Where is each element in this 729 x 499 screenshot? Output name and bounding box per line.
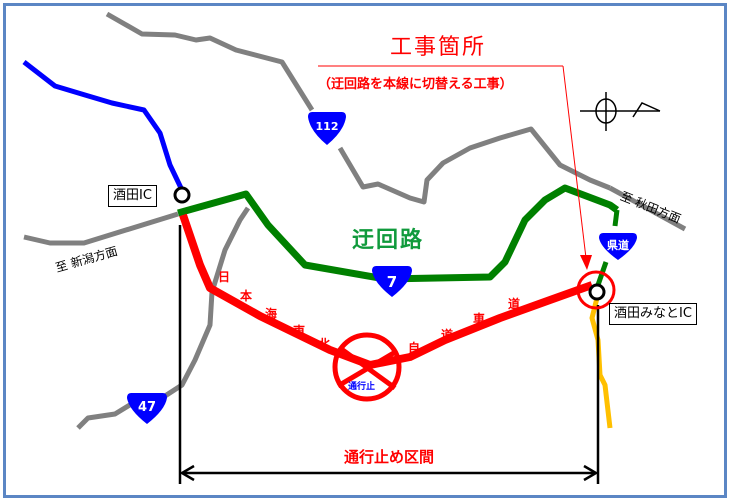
- expressway-char: 自: [408, 341, 421, 355]
- shield-r112: [308, 112, 346, 145]
- construction-site-title: 工事箇所: [390, 35, 487, 60]
- callout-arrowhead: [580, 255, 592, 270]
- sakata-ic-label: 酒田IC: [108, 185, 157, 207]
- closed-mark-circle: [332, 332, 402, 402]
- shield-r112-label: 112: [315, 120, 339, 133]
- sakata-minato-ic-marker: [588, 283, 606, 301]
- construction-site-subtitle: （迂回路を本線に切替える工事）: [318, 77, 513, 92]
- road-akita: [608, 185, 687, 232]
- closed-section-label: 通行止め区間: [340, 450, 439, 465]
- road-r112-north: [105, 11, 315, 112]
- shield-r7-label: 7: [386, 273, 398, 291]
- expressway-char: 東: [293, 324, 306, 338]
- road-r47: [163, 206, 251, 399]
- shield-r47-label: 47: [137, 400, 157, 415]
- expressway-char: 車: [473, 312, 486, 326]
- expressway-char: 道: [508, 297, 521, 311]
- shield-prefectural-label: 県道: [607, 239, 629, 252]
- sakata-minato-ic-label: 酒田みなとIC: [609, 303, 697, 325]
- shield-prefectural: [599, 233, 637, 260]
- detour-road: [177, 184, 620, 283]
- north-arrow-icon: [580, 92, 661, 131]
- detour-label: 迂回路: [352, 228, 425, 253]
- construction-site-circle: [576, 270, 616, 310]
- expressway-char: 日: [218, 270, 231, 284]
- expressway-char: 道: [441, 328, 454, 342]
- closed-mark-label: 通行止: [348, 382, 376, 392]
- callout-leader: [562, 65, 587, 259]
- road-r47-west: [76, 400, 135, 430]
- expressway-north: [22, 60, 184, 190]
- detour-road-branch: [612, 209, 620, 227]
- road-west: [23, 211, 179, 246]
- sakata-ic-marker: [173, 186, 191, 204]
- expressway-char: 本: [240, 289, 253, 303]
- expressway-char: 北: [318, 337, 331, 351]
- road-r112-south: [337, 126, 611, 205]
- shield-r47: [127, 393, 167, 424]
- expressway-char: 海: [265, 307, 278, 321]
- shield-r7: [372, 266, 412, 297]
- prefectural-road: [589, 297, 613, 429]
